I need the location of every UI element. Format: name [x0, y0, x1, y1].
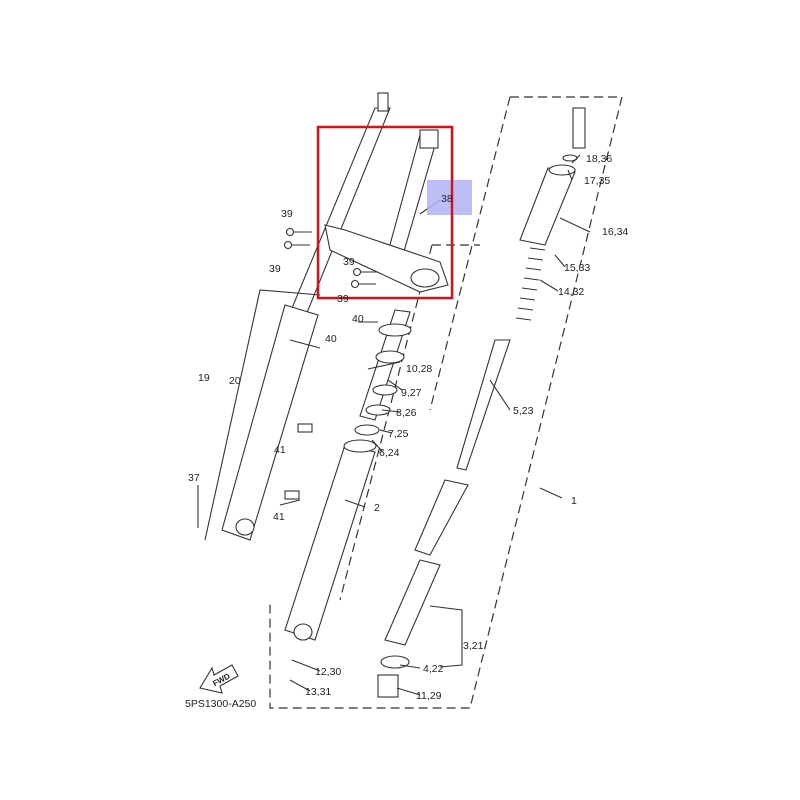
fwd-arrow-icon: FWD: [199, 664, 239, 694]
callout-20[interactable]: 20: [229, 375, 241, 387]
right-fork-assembly: [284, 309, 412, 641]
callout-38[interactable]: 38: [441, 193, 453, 205]
callout-37[interactable]: 37: [188, 472, 200, 484]
callout-4-22[interactable]: 4,22: [423, 663, 444, 675]
callout-1[interactable]: 1: [571, 495, 577, 507]
key-41: [297, 423, 313, 433]
callout-7-25[interactable]: 7,25: [388, 428, 409, 440]
callout-6-24[interactable]: 6,24: [379, 447, 400, 459]
callout-9-27[interactable]: 9,27: [401, 387, 422, 399]
callout-5-23[interactable]: 5,23: [513, 405, 534, 417]
callout-16-34[interactable]: 16,34: [602, 226, 628, 238]
callout-15-33[interactable]: 15,33: [564, 262, 590, 274]
callout-8-26[interactable]: 8,26: [396, 407, 417, 419]
callout-39[interactable]: 39: [343, 256, 355, 268]
bolts-39: [283, 227, 378, 289]
callout-18-36[interactable]: 18,36: [586, 153, 612, 165]
callout-39[interactable]: 39: [269, 263, 281, 275]
diagram-code: 5PS1300-A250: [185, 698, 256, 710]
callout-2[interactable]: 2: [374, 502, 380, 514]
callout-40[interactable]: 40: [352, 313, 364, 325]
left-fork-assembly: [221, 92, 391, 541]
assembly-outline-inner: [339, 244, 480, 601]
callout-39[interactable]: 39: [281, 208, 293, 220]
callout-12-30[interactable]: 12,30: [315, 666, 341, 678]
steering-stem: [324, 129, 449, 293]
part-highlight: [427, 180, 472, 215]
callout-17-35[interactable]: 17,35: [584, 175, 610, 187]
damper-components: [377, 107, 586, 698]
assembly-outline-right: [269, 96, 623, 709]
callout-39[interactable]: 39: [337, 293, 349, 305]
callout-14-32[interactable]: 14,32: [558, 286, 584, 298]
selection-box: [316, 125, 454, 300]
callout-19[interactable]: 19: [198, 372, 210, 384]
callout-11-29[interactable]: 11,29: [416, 690, 442, 702]
callout-40[interactable]: 40: [325, 333, 337, 345]
callout-3-21[interactable]: 3,21: [463, 640, 484, 652]
callout-41[interactable]: 41: [273, 511, 285, 523]
callout-41[interactable]: 41: [274, 444, 286, 456]
key-41: [284, 490, 300, 500]
callout-13-31[interactable]: 13,31: [305, 686, 331, 698]
callout-10-28[interactable]: 10,28: [406, 363, 432, 375]
leader-lines: [197, 154, 591, 696]
